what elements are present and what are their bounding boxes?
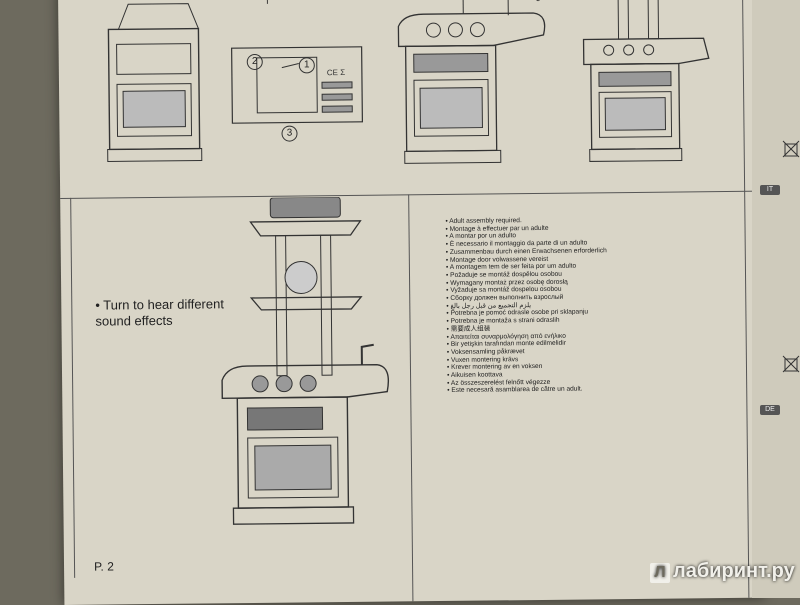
stove-assembly-diagram-2 xyxy=(397,0,546,164)
svg-text:CE Σ: CE Σ xyxy=(327,68,345,77)
diagram-label-j: J xyxy=(536,0,541,3)
diagram-label-i: I xyxy=(266,0,269,6)
language-tag-de: DE xyxy=(760,405,780,415)
right-border xyxy=(741,0,750,598)
page-number: P. 2 xyxy=(93,559,114,574)
top-divider xyxy=(60,190,761,199)
callout-2: 2 xyxy=(246,53,263,71)
toy-kitchen-illustration xyxy=(221,196,390,525)
recycle-bin-icon xyxy=(782,140,800,158)
sound-effects-caption: • Turn to hear different sound effects xyxy=(95,296,224,329)
warning-line: • Este necesară asamblarea de către un a… xyxy=(447,385,583,395)
adult-assembly-warnings: • Adult assembly required. • Montage à e… xyxy=(445,216,647,395)
instruction-sheet: CE Σ 1 2 3 I J xyxy=(58,0,765,605)
labirint-logo-icon: Л xyxy=(650,563,670,583)
watermark-text: лабиринт.ру xyxy=(673,560,795,582)
callout-1: 1 xyxy=(298,57,315,74)
recycle-bin-icon xyxy=(782,355,800,373)
stove-assembly-diagram-1 xyxy=(107,3,203,162)
adjacent-page-edge: IT DE xyxy=(752,0,800,598)
left-border xyxy=(70,197,76,578)
callout-3: 3 xyxy=(281,125,298,142)
battery-compartment-diagram: CE Σ xyxy=(231,46,364,124)
language-tag-it: IT xyxy=(760,185,780,195)
middle-divider xyxy=(408,194,414,602)
stove-assembled-diagram xyxy=(582,0,710,162)
